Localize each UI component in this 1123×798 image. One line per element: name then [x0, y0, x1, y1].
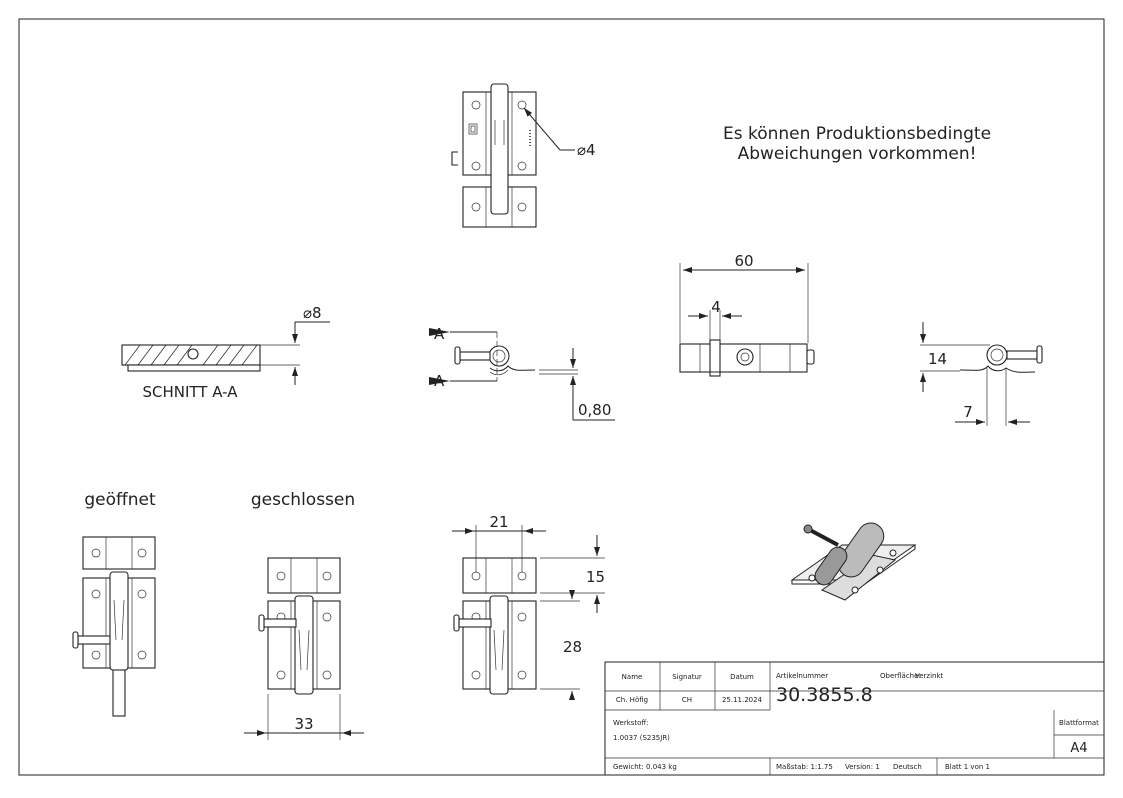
title-block: Name Signatur Datum Ch. Höfig CH 25.11.2…: [604, 661, 1105, 776]
dim-pin-dia: ⌀8: [303, 304, 322, 322]
closed-label: geschlossen: [251, 490, 355, 510]
tb-sprache: Deutsch: [893, 763, 922, 771]
tb-oberflaeche: Verzinkt: [915, 672, 944, 680]
dim-height: 14: [928, 350, 947, 368]
isometric-view: [790, 522, 917, 601]
dim-hole-dia: ⌀4: [577, 141, 596, 159]
side-view: A A 0,80: [429, 325, 615, 421]
section-view: ⌀8 SCHNITT A-A: [121, 304, 330, 401]
right-side-view: 14 7: [920, 322, 1043, 426]
section-label: SCHNITT A-A: [142, 383, 238, 401]
dim-length: 60: [734, 252, 753, 270]
tb-name: Ch. Höfig: [616, 696, 648, 704]
dim-plate-height: 15: [586, 568, 605, 586]
closed-view: 33: [244, 557, 364, 740]
production-note-line2: Abweichungen vorkommen!: [738, 144, 977, 164]
tb-signatur-label: Signatur: [672, 673, 702, 681]
production-note-line1: Es können Produktionsbedingte: [723, 124, 991, 144]
tb-datum: 25.11.2024: [722, 696, 763, 704]
front-view: 60 4: [679, 252, 815, 377]
dim-foot: 7: [963, 403, 973, 421]
tb-blattformat-label: Blattformat: [1059, 719, 1099, 727]
dim-thickness: 0,80: [578, 401, 611, 419]
tb-name-label: Name: [622, 673, 643, 681]
tb-werkstoff-label: Werkstoff:: [613, 719, 649, 727]
section-marker-bottom: A: [434, 372, 445, 390]
sheet-border: [18, 18, 1105, 776]
dimensioned-front-view: 21 15 28: [452, 513, 605, 700]
section-marker-top: A: [434, 325, 445, 343]
dim-body-height: 28: [563, 638, 582, 656]
dim-hole-spacing: 21: [489, 513, 508, 531]
tb-artikelnummer: 30.3855.8: [776, 684, 873, 706]
tb-datum-label: Datum: [730, 673, 754, 681]
tb-artikel-label: Artikelnummer: [776, 672, 828, 680]
tb-blatt: Blatt 1 von 1: [945, 763, 990, 771]
tb-gewicht: Gewicht: 0.043 kg: [613, 763, 677, 771]
tb-version: Version: 1: [845, 763, 880, 771]
top-view: ⌀4: [451, 83, 596, 228]
dim-body-width: 33: [294, 715, 313, 733]
tb-werkstoff: 1.0037 (S235JR): [613, 734, 670, 742]
opened-view: [72, 536, 156, 717]
tb-massstab: Maßstab: 1:1.75: [776, 763, 833, 771]
dim-knob-width: 4: [711, 298, 721, 316]
tb-oberflaeche-label: Oberfläche:: [880, 672, 921, 680]
tb-signatur: CH: [682, 696, 692, 704]
opened-label: geöffnet: [84, 490, 156, 510]
tb-blattformat: A4: [1070, 741, 1087, 756]
